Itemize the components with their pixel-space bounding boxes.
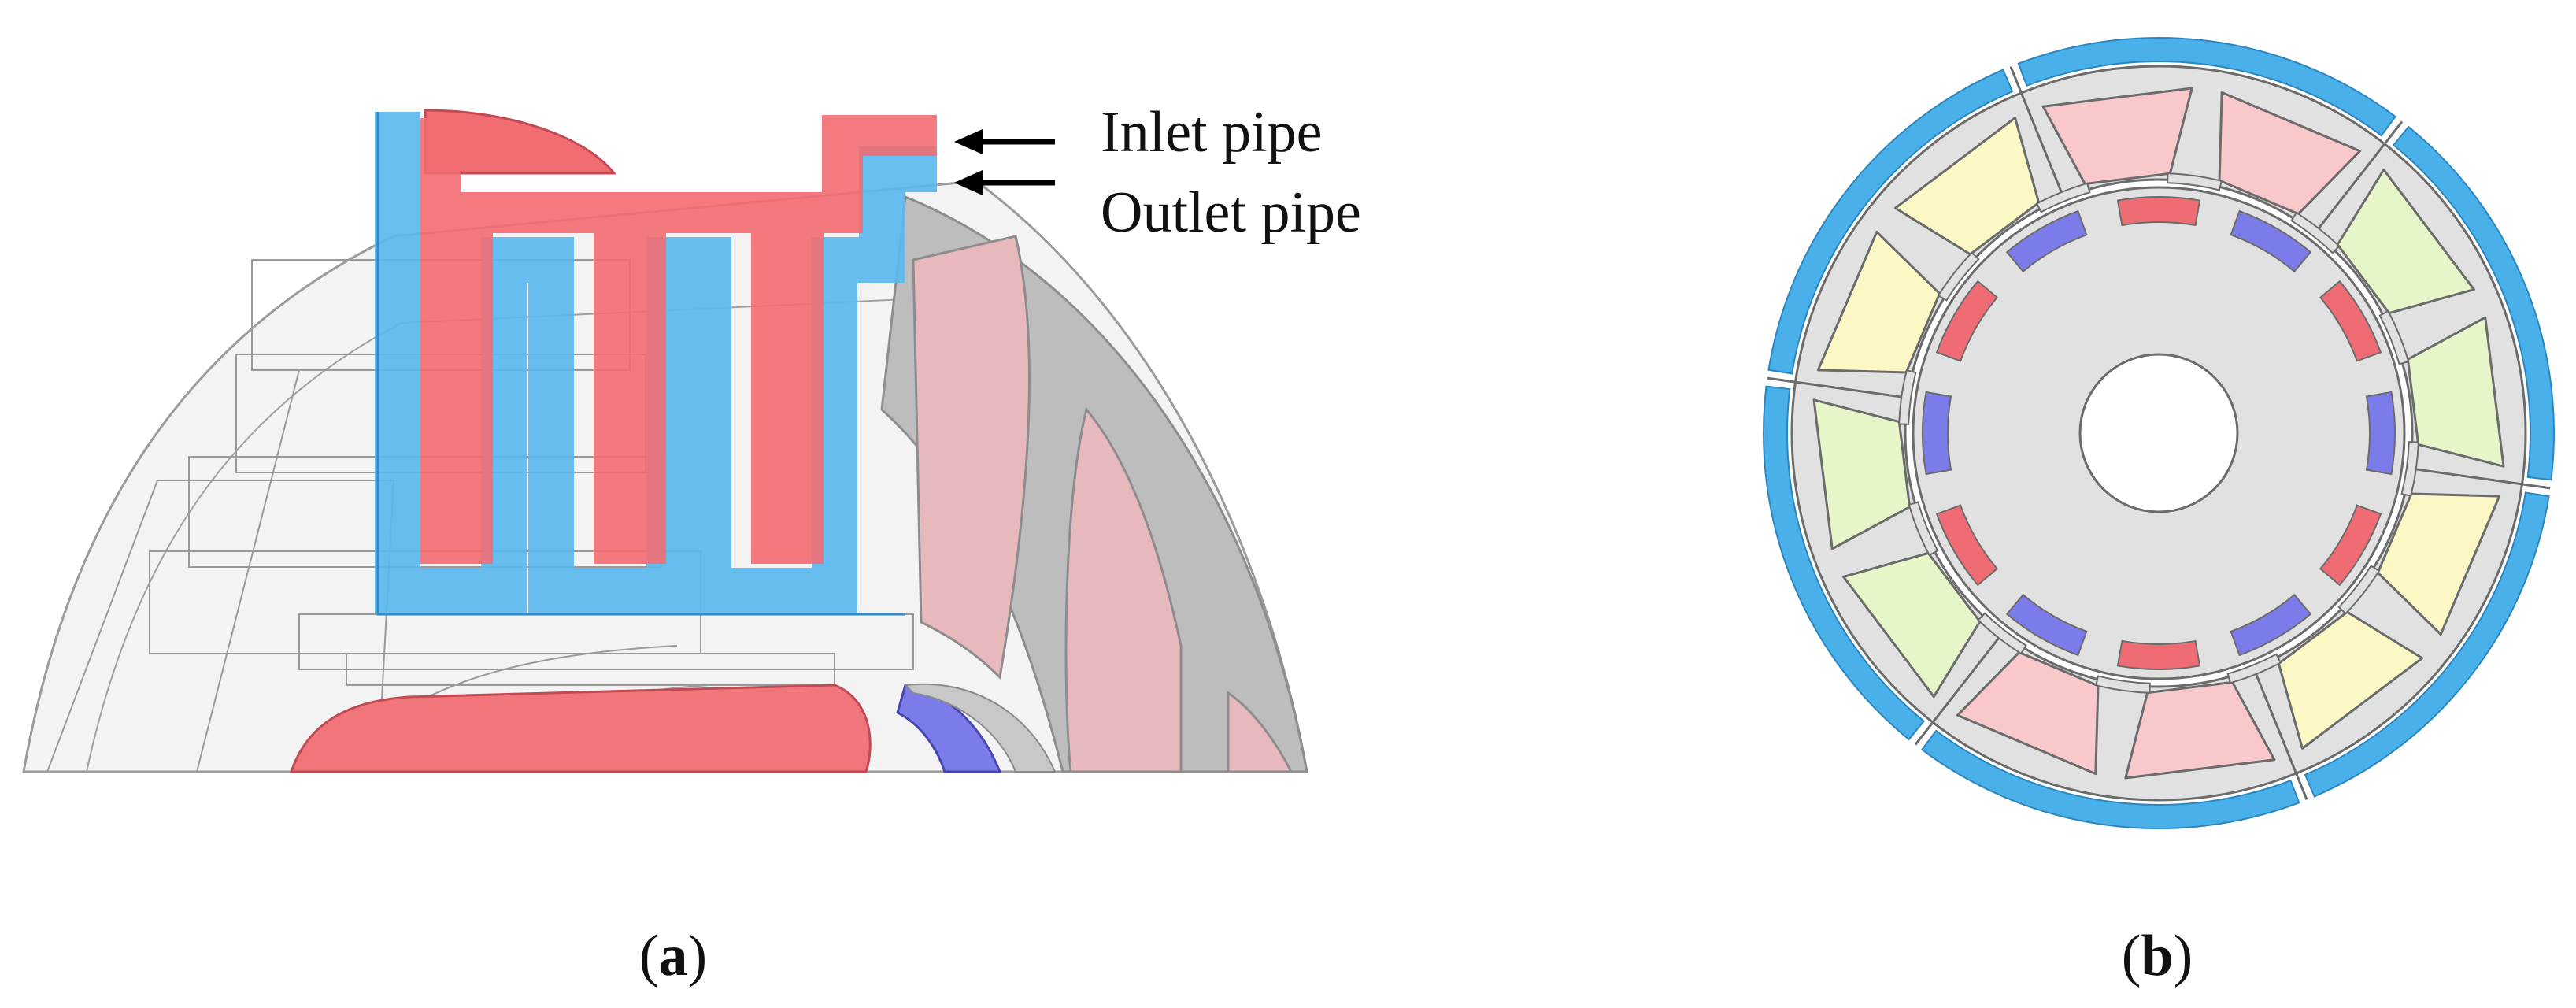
rotor-magnet (2319, 280, 2382, 362)
stator-segment-gap (1767, 376, 1902, 398)
stator-tooth-tip (2378, 309, 2410, 365)
stator-coil (2336, 168, 2475, 315)
stator-tooth-tip (2167, 172, 2223, 191)
stator-coil (2376, 492, 2501, 636)
rotor-magnet (2319, 504, 2382, 587)
rotor-magnet (2005, 593, 2088, 657)
caption-a-letter: a (659, 924, 688, 988)
stator-tooth-tip (2337, 565, 2381, 615)
caption-b-open: ( (2122, 924, 2141, 988)
stator-tooth-tip (2400, 441, 2419, 498)
caption-a: (a) (639, 924, 707, 988)
inlet-cap-red (424, 109, 617, 175)
rotor-magnet (2116, 639, 2201, 670)
motor-section (1763, 37, 2555, 829)
stator-coil (2277, 610, 2424, 750)
caption-b: (b) (2122, 924, 2193, 988)
stator-segment-gap (2415, 468, 2551, 490)
outlet-arrow (954, 170, 1055, 195)
stator-tooth-tip (1937, 251, 1980, 302)
stator-coil (1842, 551, 1982, 699)
rotor-magnet (2365, 391, 2396, 476)
stator-coil (1956, 650, 2100, 776)
cooling-jacket-segment (1920, 729, 2300, 829)
outlet-pipe-label: Outlet pipe (1101, 180, 1361, 245)
inlet-arrow (954, 129, 1055, 154)
panel-b-motor-cross-section: (b) (1763, 37, 2555, 988)
cooling-jacket-segment (2392, 125, 2555, 481)
rotor-magnet (1935, 504, 1999, 587)
stator-segment-gap (2317, 120, 2404, 229)
stator-segment-gap (1914, 637, 2000, 746)
rotor-magnet (2005, 209, 2088, 273)
cooling-jacket-segment (1767, 69, 2014, 375)
stator-segment-gap (2009, 65, 2063, 193)
stator-coil (1812, 398, 1912, 550)
stator-coil (2041, 87, 2193, 186)
stator-tooth-tip (1977, 612, 2027, 655)
pipe-edge-lines (376, 112, 905, 616)
caption-a-open: ( (639, 924, 659, 988)
cooling-jacket-segment (1763, 385, 1926, 741)
rotor-gray-ring (903, 683, 1057, 773)
caption-b-close: ) (2174, 924, 2193, 988)
stator-tooth-tip (2035, 182, 2091, 213)
caption-a-close: ) (688, 924, 708, 988)
stator-segment-gap (2255, 673, 2308, 801)
stator-tooth-tip (2290, 211, 2341, 254)
stator-coil (1893, 117, 2041, 256)
coil-slot-3 (1227, 691, 1294, 773)
coil-slot-1 (912, 235, 1031, 680)
coil-slot-2 (1064, 406, 1183, 773)
cooling-jacket-segment (2017, 37, 2397, 137)
inlet-pipe-label: Inlet pipe (1101, 100, 1323, 165)
stator-coil (2124, 680, 2276, 780)
stator-tooth-tip (2094, 675, 2151, 694)
inlet-pipe (420, 115, 937, 564)
stator-coil (1816, 230, 1941, 374)
rotor-magnet (1935, 280, 1999, 362)
shaft-hole (2078, 353, 2239, 513)
rotor-magnet (2116, 196, 2201, 227)
rotor-magnet (1922, 391, 1952, 476)
caption-b-letter: b (2141, 924, 2173, 988)
panel-a-cooling-pipe-3d-view: Inlet pipe Outlet pipe (a) (22, 100, 1361, 988)
stator-coil (2218, 91, 2362, 216)
stator-tooth-tip (1898, 369, 1917, 425)
stator-coil (2406, 316, 2505, 468)
stator-tooth-tip (1908, 501, 1939, 557)
stator-tooth-tip (2226, 653, 2282, 684)
rotor-magnet (2230, 593, 2312, 657)
rotor-magnet-red (289, 684, 872, 773)
outlet-pipe (375, 112, 937, 613)
rotor-magnet (2230, 209, 2312, 273)
cooling-jacket-segment (2304, 491, 2550, 798)
